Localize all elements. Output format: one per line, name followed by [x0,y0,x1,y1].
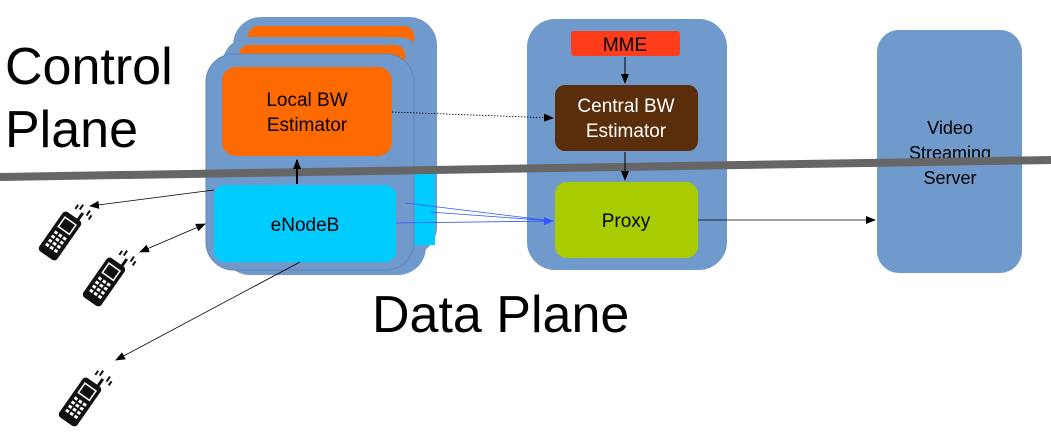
central-bw-label-line1: Central BW [577,96,674,117]
enodeb-label: eNodeB [271,215,340,236]
mme-label: MME [603,35,647,56]
enodeb-to-proxy-arrow-2 [404,202,554,222]
control-plane-label-line2: Plane [5,101,138,159]
mobile-phone-icon [57,363,115,431]
proxy-box[interactable]: Proxy [555,182,698,258]
mme-box[interactable]: MME [571,31,680,56]
control-plane-label-line1: Control [5,38,173,96]
plane-divider-line [0,156,1051,181]
central-bw-estimator-box[interactable]: Central BW Estimator [555,85,698,151]
enodeb-to-proxy-arrow-3 [429,211,554,222]
local-bw-label-line2: Estimator [267,115,348,136]
local-bw-label-line1: Local BW [266,90,347,111]
data-plane-label: Data Plane [372,286,629,344]
phone-link-1 [89,189,215,209]
phone-link-2 [139,223,206,253]
video-server-label-line3: Server [923,168,976,188]
mobile-phone-icon [81,243,139,311]
video-streaming-server-box[interactable]: Video Streaming Server [877,30,1022,273]
mobile-phone-icon [37,197,95,265]
enodeb-to-proxy-arrow-1 [395,217,554,226]
proxy-label: Proxy [602,211,651,232]
central-bw-label-line2: Estimator [586,121,667,142]
video-server-label-line1: Video [927,118,973,138]
local-bw-estimator-box[interactable]: Local BW Estimator [222,67,392,156]
phone-link-3 [115,261,301,361]
enodeb-box[interactable]: eNodeB [214,185,396,262]
